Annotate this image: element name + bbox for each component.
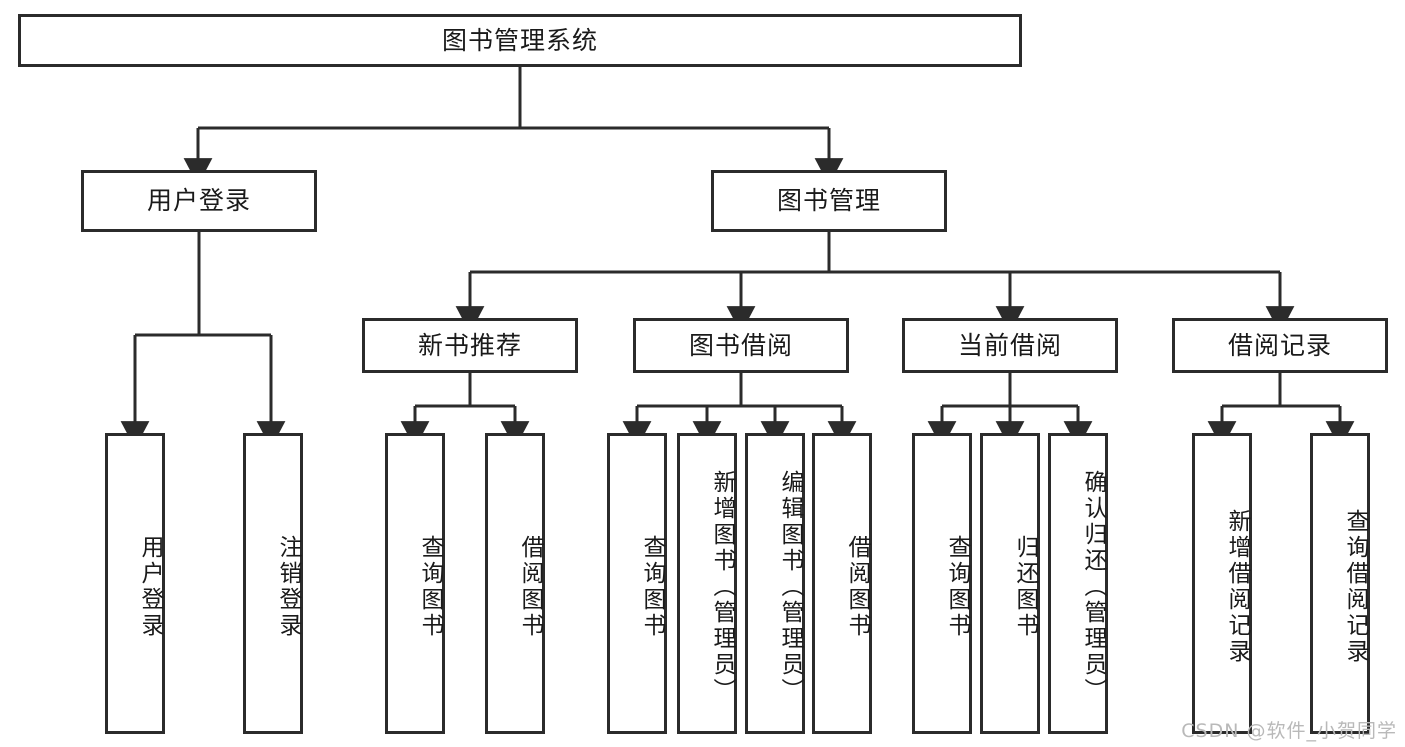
leaf-new-book-query-book[interactable]: 查询图书 bbox=[385, 433, 445, 734]
node-user-login[interactable]: 用户登录 bbox=[81, 170, 317, 232]
node-label: 注销登录 bbox=[275, 534, 301, 639]
node-new-book-recommend[interactable]: 新书推荐 bbox=[362, 318, 578, 373]
leaf-current-borrow-query-book[interactable]: 查询图书 bbox=[912, 433, 972, 734]
node-label: 当前借阅 bbox=[957, 330, 1062, 360]
node-label: 借阅图书 bbox=[844, 534, 870, 639]
node-label: 确认归还（管理员） bbox=[1080, 469, 1106, 704]
node-label: 新书推荐 bbox=[417, 330, 522, 360]
node-label: 图书管理 bbox=[776, 186, 881, 215]
node-label: 借阅记录 bbox=[1227, 330, 1332, 360]
leaf-borrow-record-add-record[interactable]: 新增借阅记录 bbox=[1192, 433, 1252, 734]
leaf-new-book-borrow-book[interactable]: 借阅图书 bbox=[485, 433, 545, 734]
node-label: 新增图书（管理员） bbox=[709, 469, 735, 704]
node-book-borrow[interactable]: 图书借阅 bbox=[633, 318, 849, 373]
leaf-user-login-login[interactable]: 用户登录 bbox=[105, 433, 165, 734]
leaf-borrow-record-query-record[interactable]: 查询借阅记录 bbox=[1310, 433, 1370, 734]
leaf-user-login-logout[interactable]: 注销登录 bbox=[243, 433, 303, 734]
node-label: 查询图书 bbox=[639, 534, 665, 639]
csdn-watermark: CSDN @软件_小贺同学 bbox=[1181, 720, 1397, 742]
node-label: 借阅图书 bbox=[517, 534, 543, 639]
leaf-current-borrow-confirm-return-admin[interactable]: 确认归还（管理员） bbox=[1048, 433, 1108, 734]
node-label: 用户登录 bbox=[146, 186, 251, 215]
node-label: 新增借阅记录 bbox=[1224, 508, 1250, 665]
node-label: 编辑图书（管理员） bbox=[777, 469, 803, 704]
leaf-book-borrow-borrow-book[interactable]: 借阅图书 bbox=[812, 433, 872, 734]
node-root-system[interactable]: 图书管理系统 bbox=[18, 14, 1022, 67]
node-book-management[interactable]: 图书管理 bbox=[711, 170, 947, 232]
node-current-borrow[interactable]: 当前借阅 bbox=[902, 318, 1118, 373]
leaf-current-borrow-return-book[interactable]: 归还图书 bbox=[980, 433, 1040, 734]
leaf-book-borrow-query-book[interactable]: 查询图书 bbox=[607, 433, 667, 734]
leaf-book-borrow-add-book-admin[interactable]: 新增图书（管理员） bbox=[677, 433, 737, 734]
node-label: 归还图书 bbox=[1012, 534, 1038, 639]
node-label: 用户登录 bbox=[137, 534, 163, 639]
node-label: 查询图书 bbox=[944, 534, 970, 639]
node-label: 图书管理系统 bbox=[441, 25, 598, 55]
node-borrow-record[interactable]: 借阅记录 bbox=[1172, 318, 1388, 373]
node-label: 查询图书 bbox=[417, 534, 443, 639]
leaf-book-borrow-edit-book-admin[interactable]: 编辑图书（管理员） bbox=[745, 433, 805, 734]
node-label: 查询借阅记录 bbox=[1342, 508, 1368, 665]
node-label: 图书借阅 bbox=[688, 330, 793, 360]
